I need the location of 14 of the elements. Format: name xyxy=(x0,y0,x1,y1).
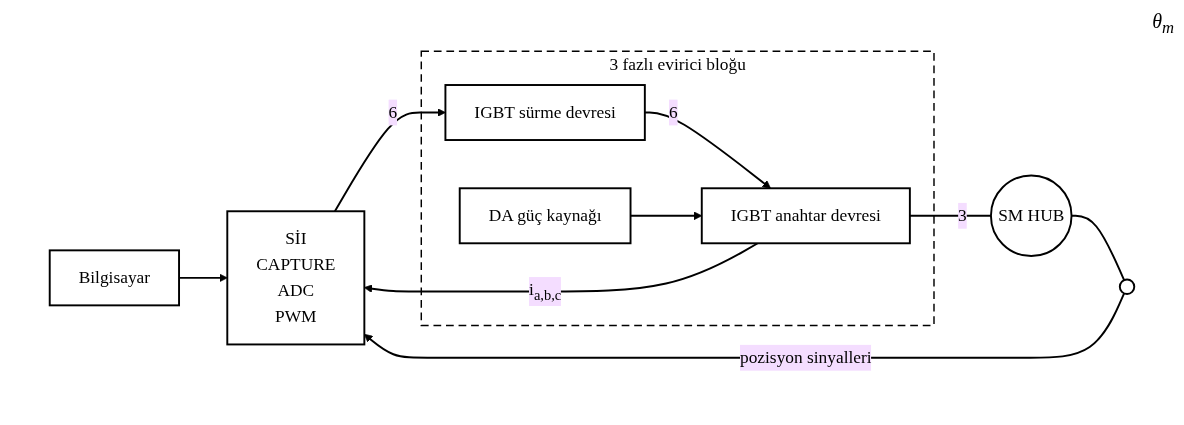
edge-label: i$_{a,b,c}$ xyxy=(529,279,562,303)
node-box: DA güç kaynağı xyxy=(458,186,632,244)
symbol-label: θ$_{m}$ xyxy=(1152,10,1174,38)
node-box: IGBT sürme devresi xyxy=(444,83,646,141)
node-box: IGBT anahtar devresi xyxy=(700,186,911,244)
node-circle: SM HUB xyxy=(989,174,1073,257)
node-box: Bilgisayar xyxy=(48,248,180,306)
edge-label: 6 xyxy=(668,101,678,122)
arrow xyxy=(333,107,446,212)
node-circle xyxy=(1118,278,1136,295)
node-box: SİI CAPTURE ADC PWM xyxy=(226,209,366,345)
edge-label: 6 xyxy=(388,101,398,122)
edge-label: pozisyon sinyalleri xyxy=(739,347,872,367)
edge-label: 3 xyxy=(958,205,967,225)
